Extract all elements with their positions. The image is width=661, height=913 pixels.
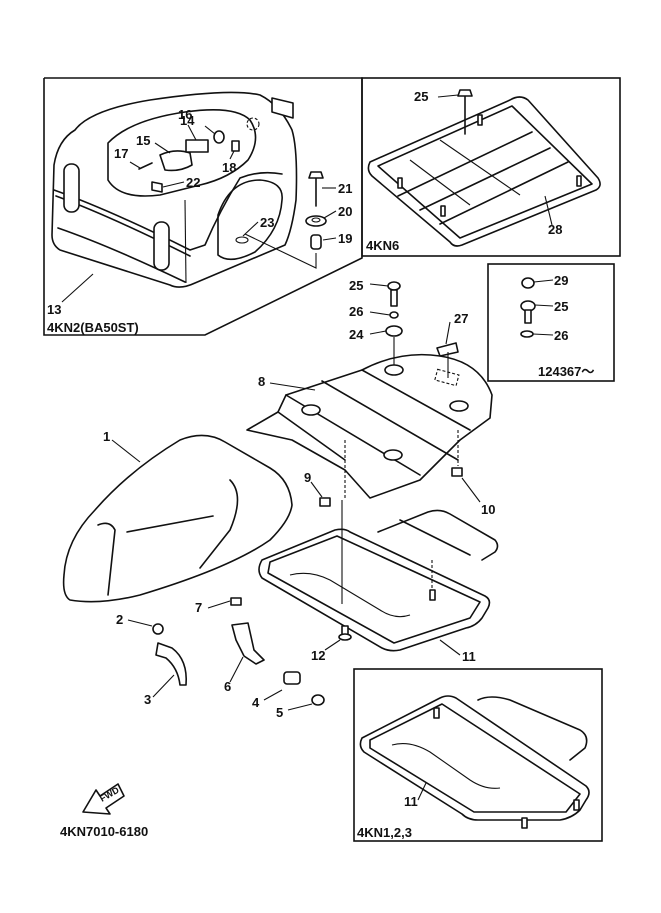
part-26-washer-main bbox=[389, 311, 399, 319]
seat: 1 bbox=[62, 429, 293, 603]
part-7-bolt bbox=[230, 597, 242, 606]
part-2-nut bbox=[152, 623, 164, 635]
callout-14: 14 bbox=[180, 113, 195, 128]
part-20-washer bbox=[305, 215, 327, 227]
part-15-cover bbox=[159, 150, 193, 172]
rack-outer-rail bbox=[367, 96, 601, 247]
part-19-collar bbox=[310, 234, 322, 250]
part-9-clip bbox=[319, 497, 331, 507]
inset-bottom: 11 4KN1,2,3 bbox=[353, 668, 603, 842]
callout-26-serial: 26 bbox=[554, 328, 568, 343]
callout-20: 20 bbox=[338, 204, 352, 219]
inset-label-topbox: 4KN2(BA50ST) bbox=[47, 320, 139, 335]
callout-4: 4 bbox=[252, 695, 260, 710]
inset-topbox: 14 15 16 17 18 22 21 20 19 23 13 4KN2(BA… bbox=[43, 77, 363, 336]
top-case-lid-recess bbox=[107, 108, 257, 197]
callout-9: 9 bbox=[304, 470, 311, 485]
part-4-lock bbox=[283, 671, 301, 685]
inset-serial: 29 25 26 124367〜 bbox=[487, 263, 615, 382]
part-26-washer-serial bbox=[520, 330, 534, 338]
side-recess bbox=[217, 179, 283, 261]
part-18-clip bbox=[231, 140, 240, 152]
callout-22: 22 bbox=[186, 175, 200, 190]
part-27-label bbox=[436, 342, 459, 357]
inset-bottom-frame bbox=[353, 668, 603, 842]
inset-serial-frame bbox=[487, 263, 615, 382]
inset-label-serial: 124367〜 bbox=[538, 364, 594, 379]
inset-rack: 25 28 4KN6 bbox=[361, 77, 621, 257]
callout-12: 12 bbox=[311, 648, 325, 663]
top-case bbox=[51, 91, 298, 288]
callout-19: 19 bbox=[338, 231, 352, 246]
callout-11-main: 11 bbox=[462, 649, 476, 664]
inset-rack-frame bbox=[361, 77, 621, 257]
callout-17: 17 bbox=[114, 146, 128, 161]
callout-28: 28 bbox=[548, 222, 562, 237]
callout-25-serial: 25 bbox=[554, 299, 568, 314]
part-10-clip bbox=[451, 467, 463, 477]
callout-23: 23 bbox=[260, 215, 274, 230]
callout-18: 18 bbox=[222, 160, 236, 175]
callout-27: 27 bbox=[454, 311, 468, 326]
inset-label-rack: 4KN6 bbox=[366, 238, 399, 253]
part-14-lock bbox=[185, 139, 209, 153]
latch-right bbox=[153, 221, 170, 271]
callout-26-main: 26 bbox=[349, 304, 363, 319]
top-case-seam bbox=[53, 171, 283, 251]
fwd-arrow-icon: FWD bbox=[82, 783, 125, 815]
rear-carrier-plate: 25 26 24 27 8 9 10 bbox=[246, 278, 495, 517]
callout-5: 5 bbox=[276, 705, 283, 720]
callout-25-main: 25 bbox=[349, 278, 363, 293]
callout-1: 1 bbox=[103, 429, 110, 444]
part-25-bolt-main bbox=[387, 281, 401, 291]
inset-topbox-frame bbox=[43, 77, 363, 336]
callout-16: 16 bbox=[178, 107, 192, 122]
callout-10: 10 bbox=[481, 502, 495, 517]
callout-24: 24 bbox=[349, 327, 364, 342]
callout-29: 29 bbox=[554, 273, 568, 288]
callout-2: 2 bbox=[116, 612, 123, 627]
part-29-cap bbox=[521, 277, 535, 289]
part-24-grommet bbox=[385, 325, 403, 337]
latch-left bbox=[63, 163, 80, 213]
part-6-bracket bbox=[231, 622, 265, 665]
callout-3: 3 bbox=[144, 692, 151, 707]
callout-25-rack: 25 bbox=[414, 89, 428, 104]
label-plate bbox=[271, 97, 294, 119]
carrier-frame-main: 12 11 bbox=[258, 500, 499, 664]
part-3-stay bbox=[155, 642, 188, 686]
part-22-label bbox=[151, 181, 163, 193]
callout-7: 7 bbox=[195, 600, 202, 615]
callout-6: 6 bbox=[224, 679, 231, 694]
part-16-ring bbox=[213, 130, 225, 144]
callout-8: 8 bbox=[258, 374, 265, 389]
callout-13: 13 bbox=[47, 302, 61, 317]
inset-label-bottom: 4KN1,2,3 bbox=[357, 825, 412, 840]
part-17-screw bbox=[138, 162, 153, 170]
part-5-screw bbox=[311, 694, 325, 706]
callout-15: 15 bbox=[136, 133, 150, 148]
callout-11-inset: 11 bbox=[404, 794, 418, 809]
small-parts: 2 3 4 5 6 7 bbox=[116, 597, 325, 720]
diagram-code: 4KN7010-6180 bbox=[60, 824, 148, 839]
callout-21: 21 bbox=[338, 181, 352, 196]
